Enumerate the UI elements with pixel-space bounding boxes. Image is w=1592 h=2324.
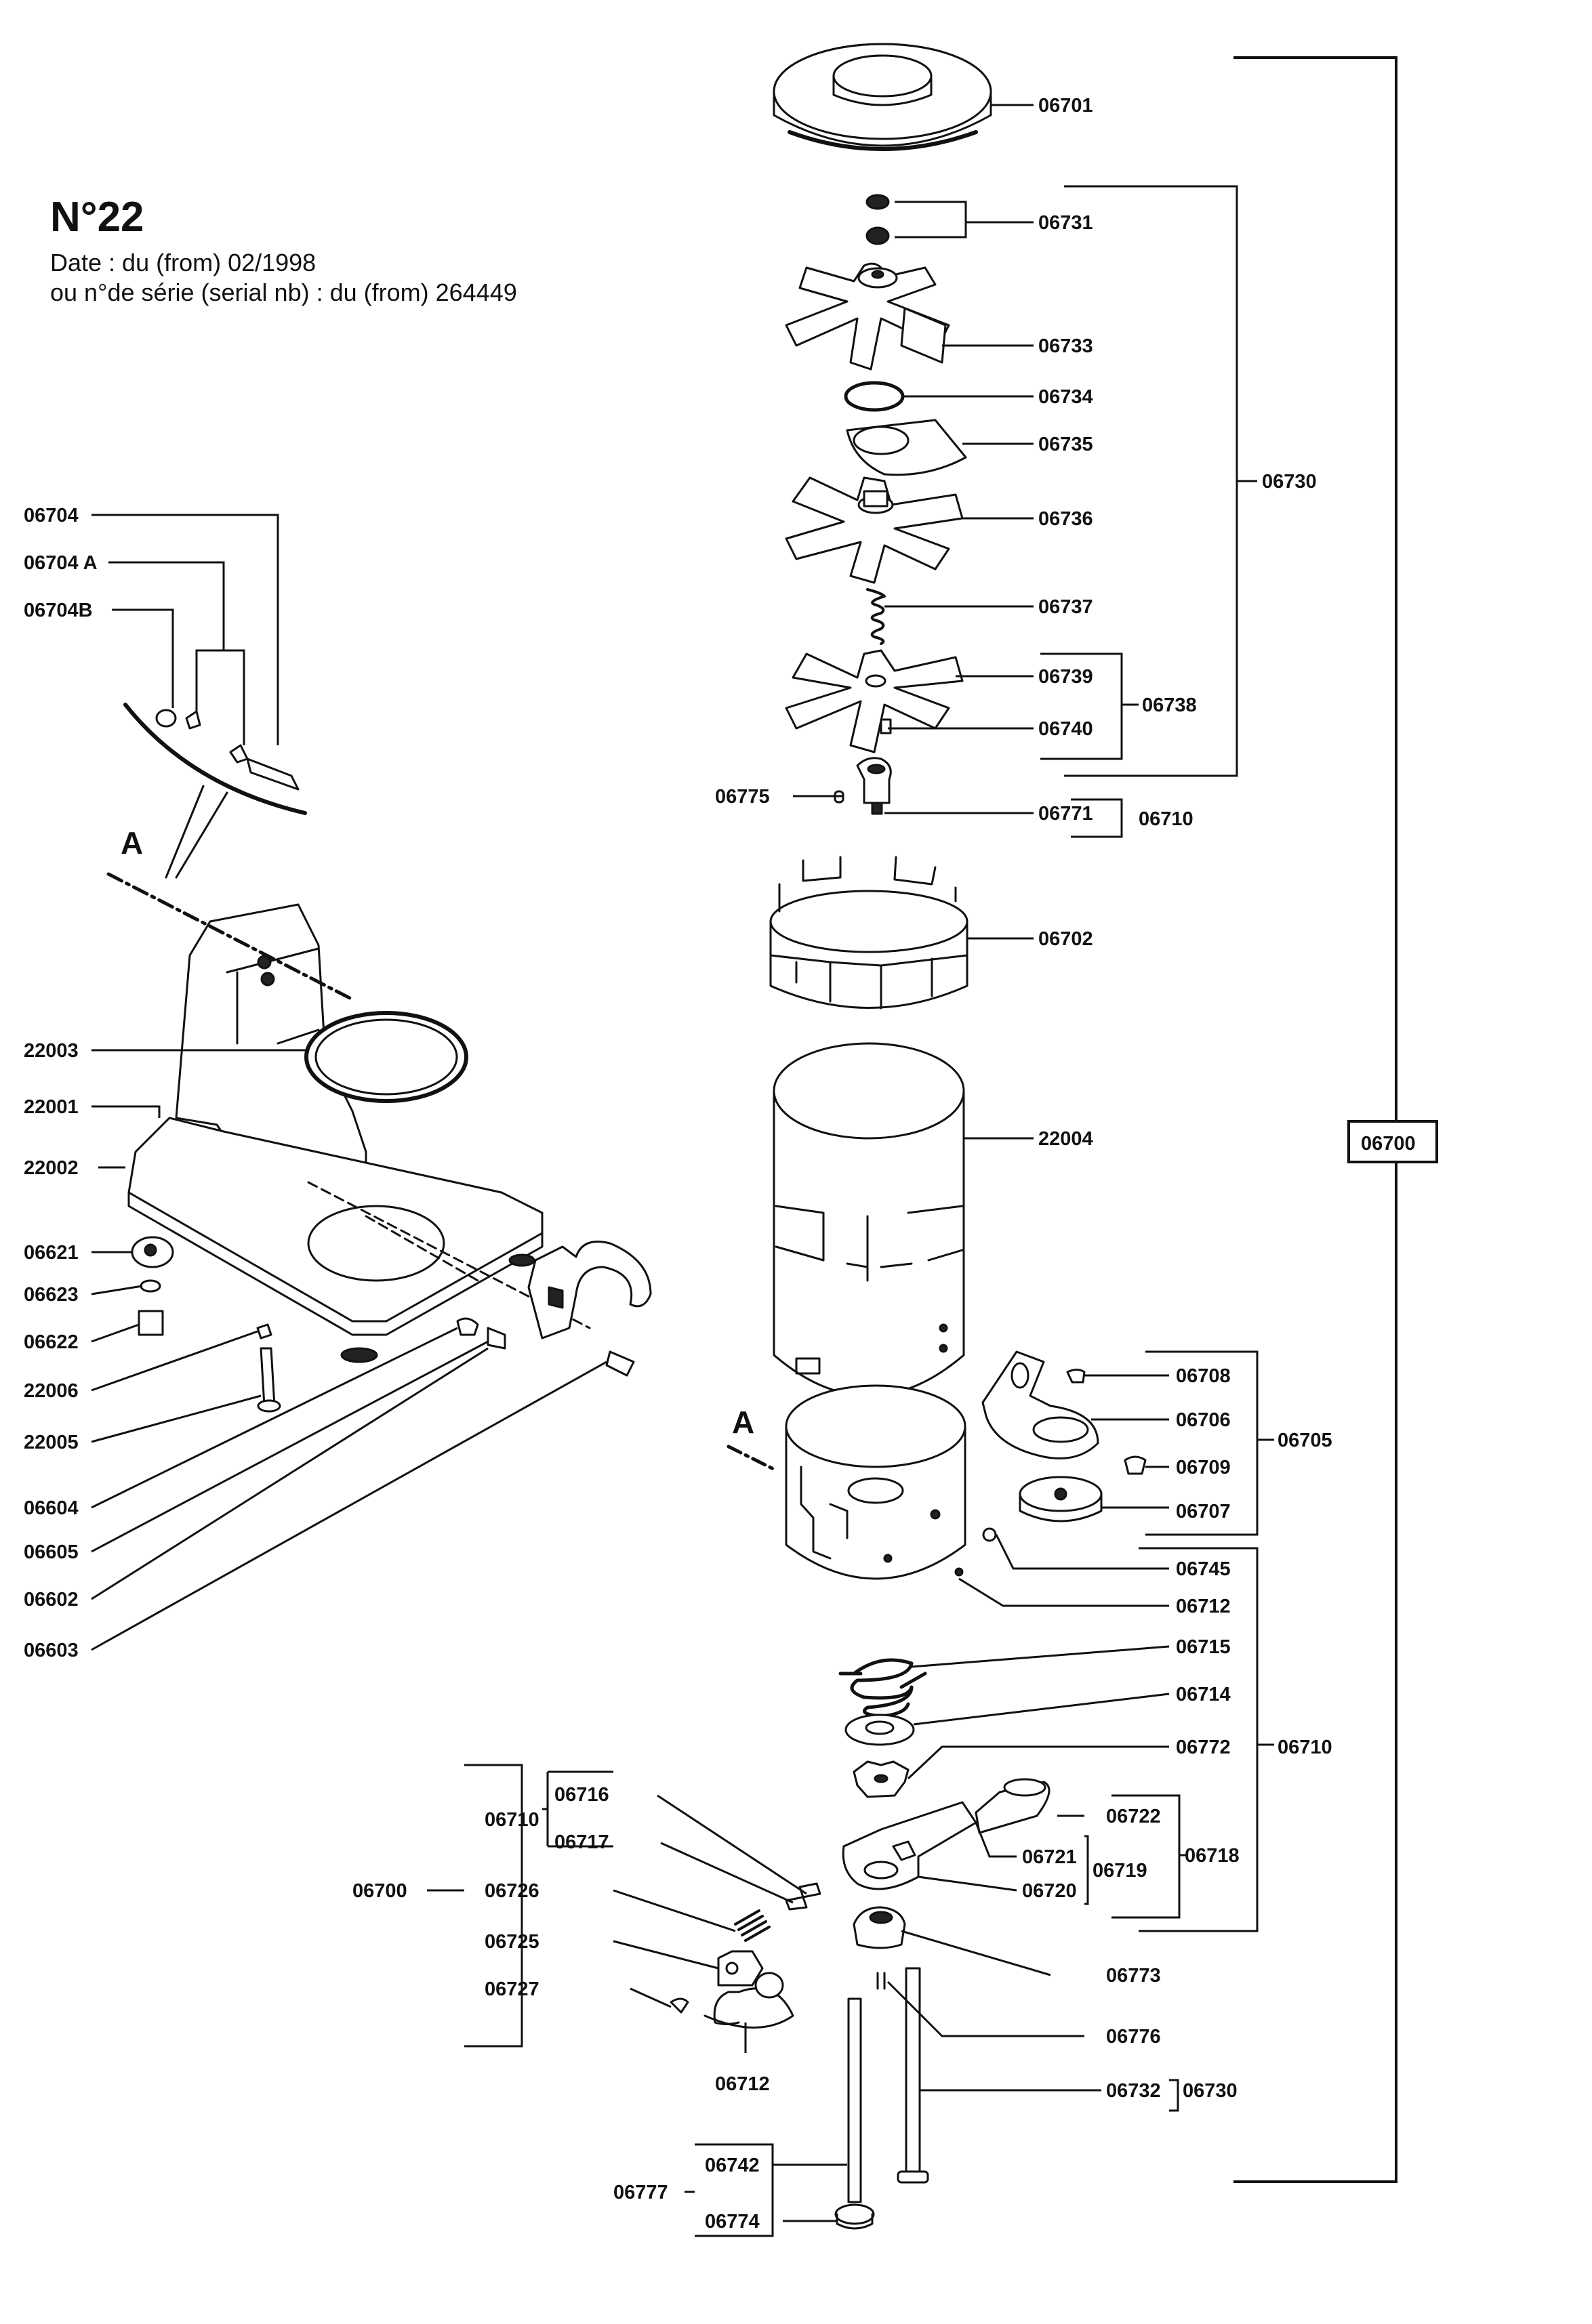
star-blade-middle	[785, 476, 964, 584]
part-label-06739: 06739	[1038, 666, 1093, 688]
washer-shape	[844, 381, 905, 412]
part-label-06736: 06736	[1038, 508, 1093, 530]
rod-06732	[897, 1967, 929, 2184]
part-label-06738: 06738	[1142, 694, 1197, 716]
part-label-06712-right: 06712	[1176, 1596, 1231, 1617]
part-label-06772: 06772	[1176, 1737, 1231, 1758]
part-label-22006: 22006	[24, 1380, 79, 1402]
pin-06776	[876, 1972, 886, 1990]
part-label-06710-left: 06710	[485, 1809, 539, 1831]
part-label-06718: 06718	[1185, 1845, 1240, 1867]
section-marker-left: A	[121, 825, 143, 860]
part-label-06717: 06717	[554, 1831, 609, 1853]
part-label-06708: 06708	[1176, 1365, 1231, 1387]
part-label-22005: 22005	[24, 1432, 79, 1453]
date-line: Date : du (from) 02/1998	[50, 249, 317, 276]
part-label-06731: 06731	[1038, 212, 1093, 234]
cylinder-22004	[773, 1042, 965, 1397]
part-label-06730-bottom: 06730	[1183, 2080, 1238, 2102]
flat-washer	[844, 1714, 915, 1746]
bracket-assembly	[981, 1350, 1147, 1542]
part-label-06719: 06719	[1093, 1860, 1147, 1882]
nuts-drawing	[865, 194, 890, 245]
clip-bracket	[527, 1241, 652, 1340]
lower-bowl	[727, 1384, 966, 1580]
part-label-06710-top: 06710	[1139, 808, 1193, 830]
leader-lines	[91, 56, 1397, 2237]
part-label-06737: 06737	[1038, 596, 1093, 618]
part-label-06734: 06734	[1038, 386, 1093, 408]
part-label-06733: 06733	[1038, 335, 1093, 357]
part-label-06623: 06623	[24, 1284, 79, 1306]
rod-06742	[834, 1997, 875, 2230]
part-label-06700-left: 06700	[352, 1880, 407, 1902]
part-label-06776: 06776	[1106, 2026, 1161, 2048]
part-label-06777: 06777	[613, 2182, 668, 2203]
part-label-06604: 06604	[24, 1497, 79, 1519]
part-label-06707: 06707	[1176, 1501, 1231, 1522]
part-label-06740: 06740	[1038, 718, 1093, 740]
part-label-06622: 06622	[24, 1331, 79, 1353]
part-label-06706: 06706	[1176, 1409, 1231, 1431]
part-label-06722: 06722	[1106, 1806, 1161, 1827]
drawing-number: N°22	[50, 194, 144, 241]
part-label-06712-bottom: 06712	[715, 2073, 770, 2095]
drive-shaft	[834, 757, 892, 815]
assembly-box	[1347, 1120, 1438, 1163]
part-label-06714: 06714	[1176, 1684, 1231, 1705]
part-label-22003: 22003	[24, 1040, 79, 1062]
part-label-06745: 06745	[1176, 1558, 1231, 1580]
part-label-06716: 06716	[554, 1784, 609, 1806]
part-label-22002: 22002	[24, 1157, 79, 1179]
ring-06702	[769, 856, 968, 1010]
part-label-22001: 22001	[24, 1096, 79, 1118]
part-label-06704: 06704	[24, 505, 79, 526]
base-housing	[106, 872, 591, 1363]
latch-assembly	[670, 1882, 821, 2029]
star-blade-lower	[785, 649, 964, 753]
part-label-06621: 06621	[24, 1242, 79, 1264]
part-label-06700-box: 06700	[1361, 1133, 1416, 1155]
drawing-header: N°22 Date : du (from) 02/1998 ou n°de sé…	[50, 196, 517, 308]
lever-assembly	[842, 1778, 1050, 1890]
part-label-06775: 06775	[715, 786, 770, 808]
part-label-06709: 06709	[1176, 1457, 1231, 1478]
part-label-06726: 06726	[485, 1880, 539, 1902]
part-label-06710-right: 06710	[1278, 1737, 1332, 1758]
part-label-06603: 06603	[24, 1640, 79, 1661]
part-label-06732: 06732	[1106, 2080, 1161, 2102]
bushing	[853, 1906, 906, 1949]
part-label-06725: 06725	[485, 1931, 539, 1953]
part-label-06704B: 06704B	[24, 600, 93, 621]
star-knob	[853, 1760, 910, 1798]
conical-spring	[838, 1658, 927, 1718]
part-label-06702: 06702	[1038, 928, 1093, 950]
part-label-06720: 06720	[1022, 1880, 1077, 1902]
part-label-06730: 06730	[1262, 471, 1317, 493]
part-label-06721: 06721	[1022, 1846, 1077, 1868]
part-label-06705: 06705	[1278, 1430, 1332, 1451]
part-label-06771: 06771	[1038, 803, 1093, 825]
part-label-06742: 06742	[705, 2155, 760, 2176]
section-marker-right: A	[732, 1405, 754, 1440]
part-label-06605: 06605	[24, 1541, 79, 1563]
part-label-06727: 06727	[485, 1978, 539, 2000]
part-label-06735: 06735	[1038, 434, 1093, 455]
part-label-06701: 06701	[1038, 95, 1093, 117]
part-label-06773: 06773	[1106, 1965, 1161, 1987]
detail-callout	[123, 703, 307, 879]
part-label-06774: 06774	[705, 2211, 760, 2233]
star-blade-upper	[785, 262, 950, 371]
lid-drawing	[773, 43, 992, 151]
cam-disc	[846, 419, 967, 476]
part-label-06704A: 06704 A	[24, 552, 98, 574]
part-label-06602: 06602	[24, 1589, 79, 1611]
part-label-06715: 06715	[1176, 1636, 1231, 1658]
serial-line: ou n°de série (serial nb) : du (from) 26…	[50, 278, 517, 306]
spring-small	[866, 588, 886, 645]
part-label-22004: 22004	[1038, 1128, 1093, 1150]
small-parts-left	[131, 1236, 635, 1413]
